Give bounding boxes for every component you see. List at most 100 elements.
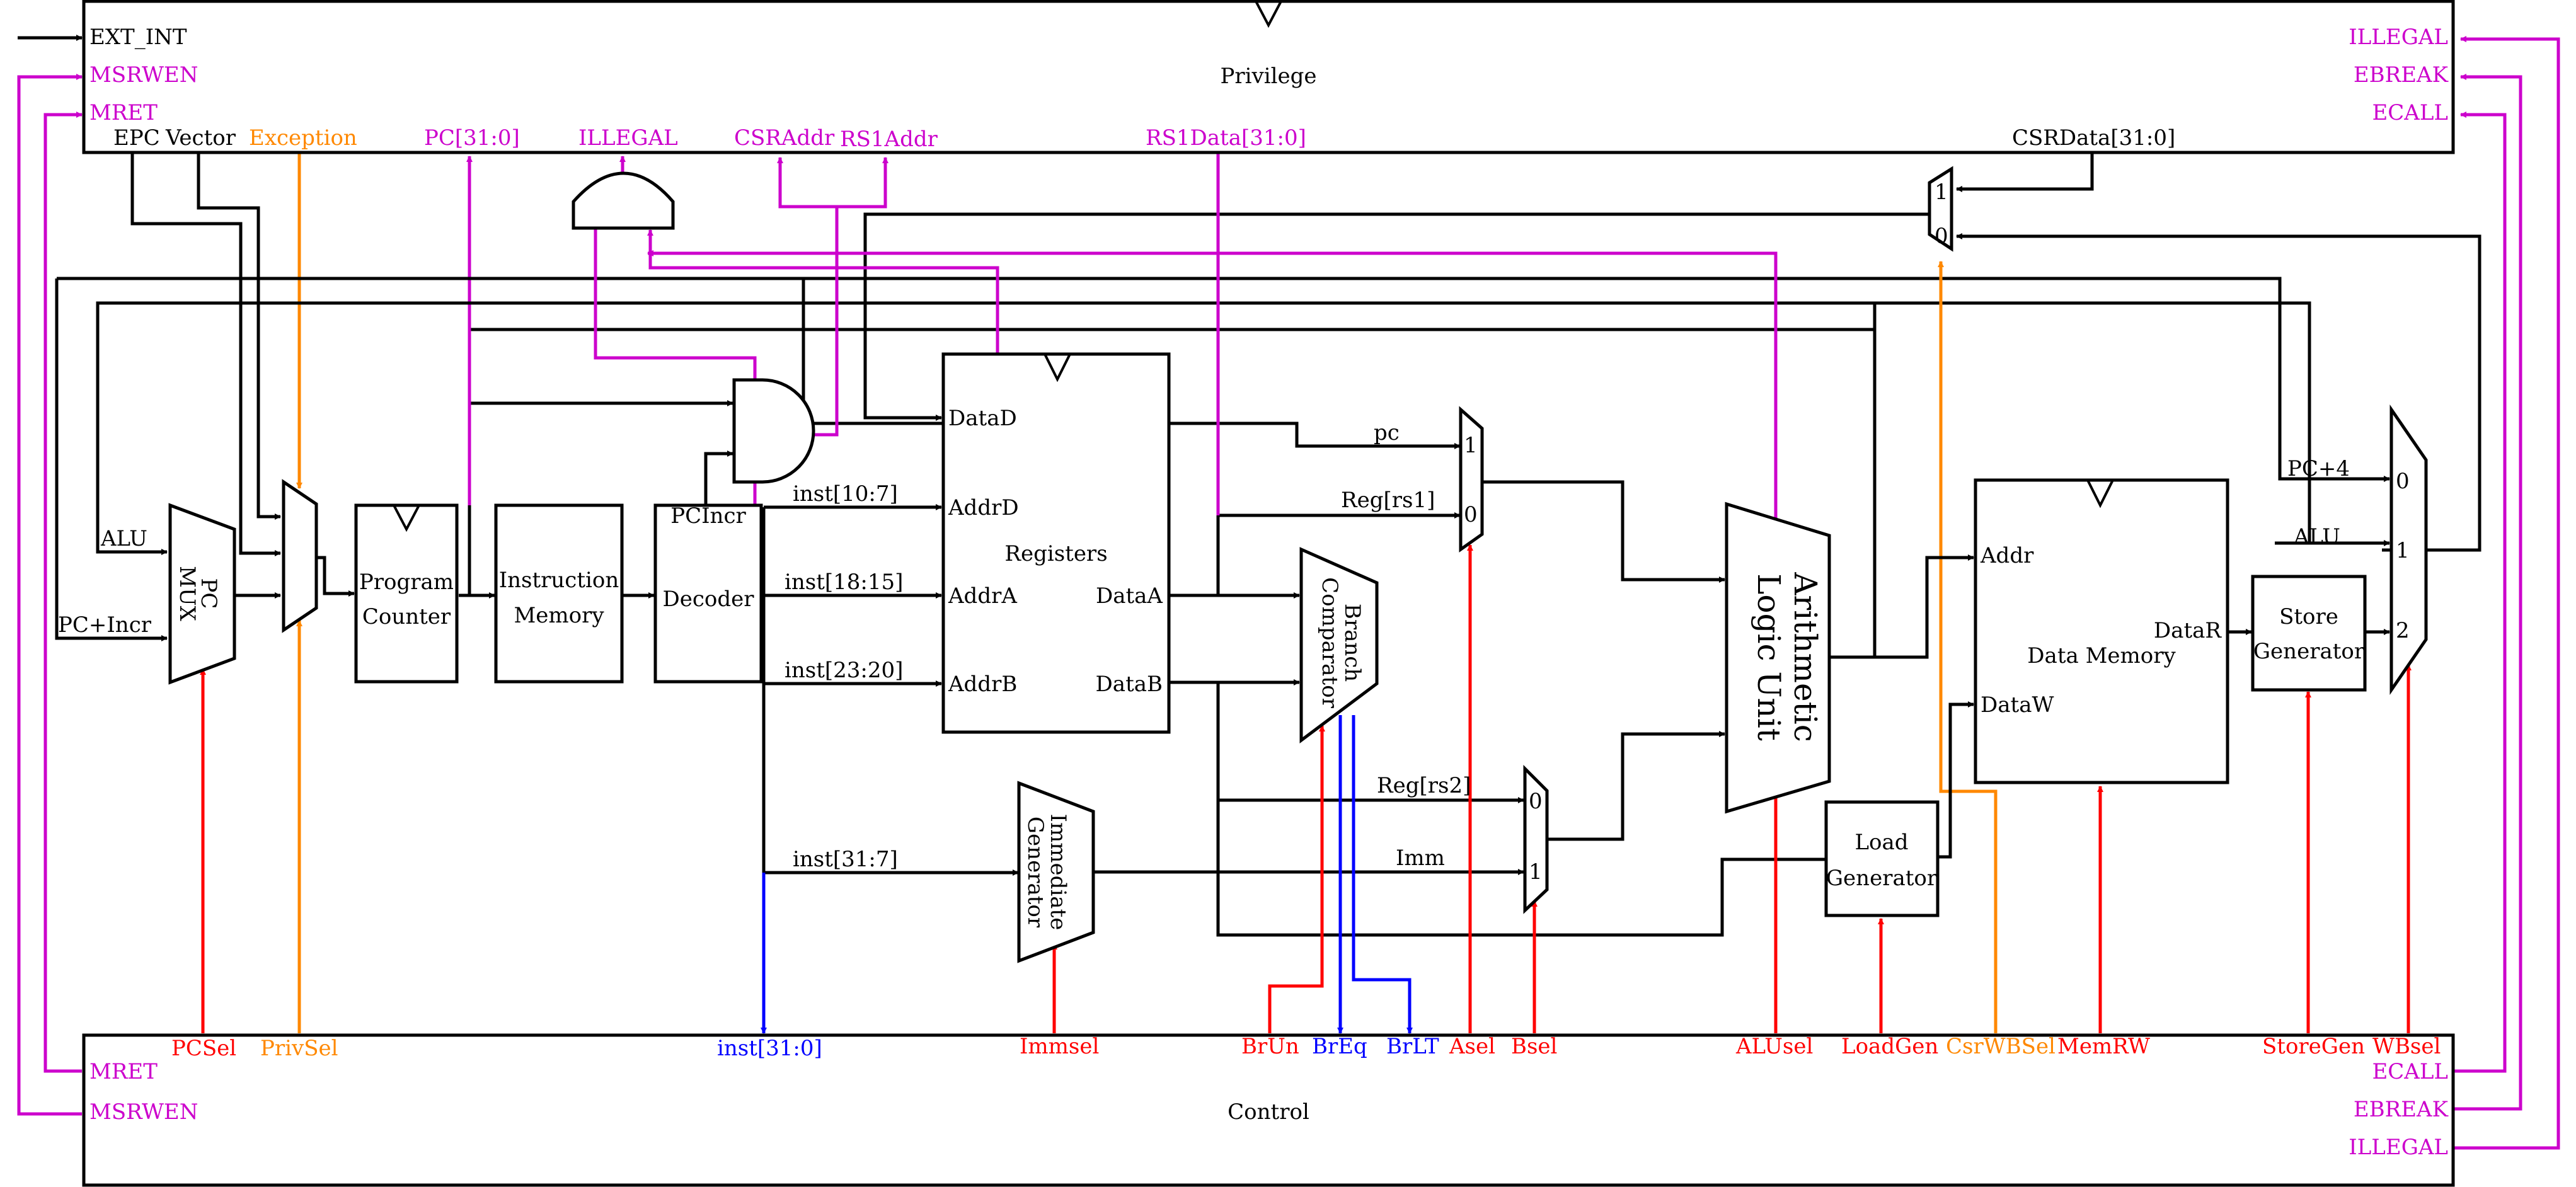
sig-asel: Asel bbox=[1449, 1034, 1495, 1059]
control-block: Control PCSel PrivSel inst[31:0] Immsel … bbox=[82, 1033, 2455, 1187]
sig-privsel: PrivSel bbox=[260, 1036, 338, 1061]
wire-label-inst-10-7: inst[10:7] bbox=[793, 481, 898, 507]
reg-port-datab: DataB bbox=[1096, 672, 1163, 697]
sig-inst: inst[31:0] bbox=[717, 1036, 822, 1061]
registers: Registers DataD AddrD AddrA AddrB DataA … bbox=[941, 352, 1171, 734]
sig-bsel: Bsel bbox=[1511, 1034, 1557, 1059]
decoder-label: Decoder bbox=[662, 587, 754, 612]
pc-label-1: Program bbox=[359, 570, 454, 595]
port-ebreak-out: EBREAK bbox=[2354, 62, 2449, 88]
branch-comparator: Branch Comparator bbox=[1299, 547, 1379, 743]
wb-mux-in-1: 1 bbox=[2396, 538, 2410, 563]
port-rs1addr: RS1Addr bbox=[840, 127, 938, 152]
storegen-label-2: Generator bbox=[2253, 639, 2365, 664]
port-vector: Vector bbox=[165, 125, 236, 151]
sig-msrwen-out: MSRWEN bbox=[89, 1099, 198, 1125]
sig-memrw: MemRW bbox=[2057, 1034, 2150, 1059]
and-gate-illegal bbox=[572, 171, 675, 230]
sig-brun: BrUn bbox=[1241, 1034, 1299, 1059]
csr-mux-in-0: 0 bbox=[1935, 224, 1948, 249]
a-mux-in-1: 1 bbox=[1464, 433, 1478, 458]
alu-label-2: Logic Unit bbox=[1751, 573, 1787, 741]
privilege-block: Privilege EXT_INT MSRWEN MRET ILLEGAL EB… bbox=[82, 0, 2455, 154]
pc-mux: PC MUX ALU PC+Incr bbox=[58, 503, 236, 685]
port-epc: EPC bbox=[113, 125, 160, 151]
decoder-pcincr-port: PCIncr bbox=[670, 503, 746, 529]
sig-mret-out: MRET bbox=[89, 1059, 158, 1084]
sig-ebreak-in: EBREAK bbox=[2354, 1097, 2449, 1122]
pc-mux-label-2: MUX bbox=[175, 566, 200, 621]
imem-label-1: Instruction bbox=[499, 568, 619, 593]
imem-label-2: Memory bbox=[514, 603, 604, 628]
wire-label-alu-wb: ALU bbox=[2293, 524, 2340, 549]
store-generator: Store Generator bbox=[2251, 575, 2367, 692]
sig-csrwbsel: CsrWBSel bbox=[1946, 1034, 2056, 1059]
port-ecall-out: ECALL bbox=[2372, 100, 2448, 125]
reg-port-datad: DataD bbox=[948, 406, 1017, 431]
loadgen-label-2: Generator bbox=[1826, 866, 1938, 891]
wire-label-reg-rs2: Reg[rs2] bbox=[1377, 773, 1471, 798]
wire-label-pc: pc bbox=[1374, 420, 1400, 445]
sig-storegen: StoreGen bbox=[2262, 1034, 2365, 1059]
wires bbox=[17, 35, 2560, 1150]
sig-ecall-in: ECALL bbox=[2372, 1059, 2448, 1084]
brcomp-label-2: Comparator bbox=[1317, 577, 1342, 708]
dmem-port-addr: Addr bbox=[1980, 543, 2034, 568]
csr-mux: 1 0 bbox=[1928, 166, 1953, 252]
reg-port-dataa: DataA bbox=[1096, 583, 1163, 609]
sig-immsel: Immsel bbox=[1020, 1034, 1099, 1059]
immgen-label-1: Immediate bbox=[1045, 814, 1071, 931]
port-illegal-in: ILLEGAL bbox=[578, 125, 678, 151]
port-csraddr: CSRAddr bbox=[734, 125, 835, 151]
control-title: Control bbox=[1228, 1099, 1309, 1125]
a-mux-in-0: 0 bbox=[1464, 502, 1478, 527]
sig-brlt: BrLT bbox=[1386, 1034, 1439, 1059]
loadgen-label-1: Load bbox=[1854, 830, 1908, 855]
data-memory: Data Memory Addr DataW DataR bbox=[1974, 478, 2229, 784]
wire-label-reg-rs1: Reg[rs1] bbox=[1341, 488, 1435, 513]
port-mret-in: MRET bbox=[89, 100, 158, 125]
wire-label-pc4: PC+4 bbox=[2287, 456, 2350, 481]
brcomp-label-1: Branch bbox=[1340, 604, 1365, 682]
port-msrwen-in: MSRWEN bbox=[89, 62, 198, 88]
load-generator: Load Generator bbox=[1824, 800, 1940, 917]
wb-mux: 0 1 2 PC+4 ALU bbox=[2287, 404, 2428, 696]
immediate-generator: Immediate Generator bbox=[1017, 781, 1095, 963]
and-gate-pcincr bbox=[732, 378, 815, 484]
reg-port-addrd: AddrD bbox=[948, 495, 1019, 520]
decoder: PCIncr Decoder inst[10:7] inst[18:15] in… bbox=[653, 481, 903, 872]
wire-label-inst-23-20: inst[23:20] bbox=[785, 658, 903, 683]
pc-label-2: Counter bbox=[362, 604, 451, 629]
wire-label-imm: Imm bbox=[1396, 846, 1445, 871]
sig-loadgen: LoadGen bbox=[1841, 1034, 1938, 1059]
port-csrdata: CSRData[31:0] bbox=[2012, 125, 2175, 151]
b-mux-in-0: 0 bbox=[1529, 789, 1543, 814]
reg-port-addrb: AddrB bbox=[948, 672, 1017, 697]
program-counter: Program Counter bbox=[354, 503, 459, 684]
sig-alusel: ALUsel bbox=[1735, 1034, 1813, 1059]
wire-label-alu-pcmux: ALU bbox=[100, 526, 147, 551]
instruction-memory: Instruction Memory bbox=[494, 503, 624, 684]
immgen-label-2: Generator bbox=[1023, 817, 1048, 928]
wb-mux-in-0: 0 bbox=[2396, 469, 2410, 494]
csr-mux-in-1: 1 bbox=[1935, 180, 1948, 205]
dmem-port-dataw: DataW bbox=[1981, 692, 2054, 718]
wb-mux-in-2: 2 bbox=[2396, 618, 2410, 643]
a-mux: 1 0 pc Reg[rs1] bbox=[1341, 406, 1484, 553]
port-rs1data: RS1Data[31:0] bbox=[1146, 125, 1306, 151]
sig-wbsel: WBsel bbox=[2372, 1034, 2441, 1059]
b-mux: 0 1 Reg[rs2] Imm bbox=[1377, 764, 1549, 914]
port-exception: Exception bbox=[249, 125, 357, 151]
alu-label-1: Arithmetic bbox=[1787, 571, 1824, 742]
privilege-title: Privilege bbox=[1221, 64, 1317, 89]
wire-label-inst-31-7: inst[31:7] bbox=[793, 847, 898, 872]
wire-label-pcincr: PC+Incr bbox=[58, 612, 152, 638]
sig-breq: BrEq bbox=[1312, 1034, 1367, 1059]
priv-mux bbox=[282, 479, 318, 633]
wire-label-inst-18-15: inst[18:15] bbox=[785, 570, 903, 595]
port-illegal-out: ILLEGAL bbox=[2349, 25, 2448, 50]
dmem-port-datar: DataR bbox=[2154, 618, 2222, 643]
port-pc: PC[31:0] bbox=[424, 125, 520, 151]
reg-port-addra: AddrA bbox=[948, 583, 1017, 609]
